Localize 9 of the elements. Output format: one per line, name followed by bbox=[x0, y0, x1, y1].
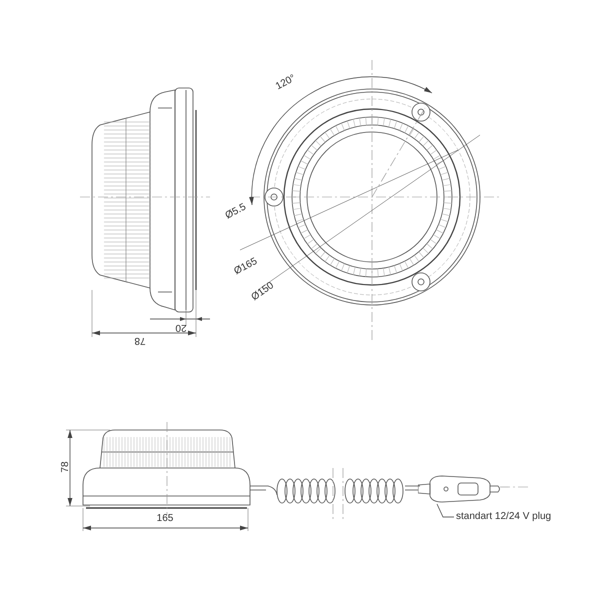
dimension-label: 20 bbox=[175, 322, 187, 332]
dimension-label: Ø165 bbox=[232, 256, 260, 278]
callout-label: standart 12/24 V plug bbox=[456, 509, 552, 525]
dimension-label: 165 bbox=[156, 514, 174, 524]
dimension-label: Ø5.5 bbox=[224, 202, 248, 222]
leader-line bbox=[436, 504, 454, 518]
dimension-label: 120° bbox=[274, 74, 298, 92]
dimension-label: 78 bbox=[61, 461, 71, 473]
dimension-label: 78 bbox=[134, 335, 146, 345]
